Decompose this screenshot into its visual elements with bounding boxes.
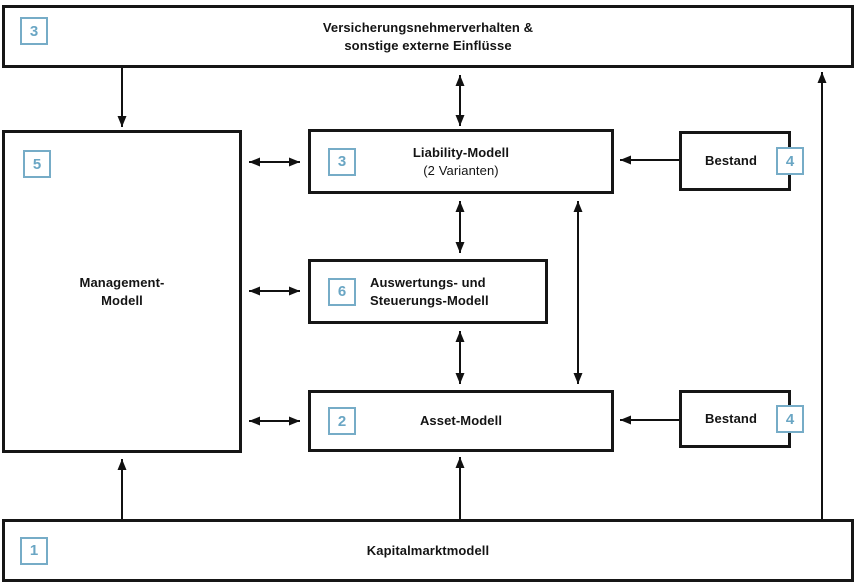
bestand-bottom-title: Bestand	[705, 411, 757, 426]
external-line2: sonstige externe Einflüsse	[344, 37, 512, 53]
badge-bestand-bottom: 4	[776, 405, 804, 433]
badge-bestand-top: 4	[776, 147, 804, 175]
box-bestand-bottom: 4 Bestand	[679, 390, 804, 448]
evaluation-line2: Steuerungs-Modell	[370, 292, 489, 308]
badge-evaluation: 6	[328, 277, 356, 306]
badge-capital-market: 1	[20, 536, 48, 565]
box-liability-modell: 3 Liability-Modell (2 Varianten)	[308, 129, 614, 194]
capital-market-title: Kapitalmarktmodell	[366, 542, 490, 558]
box-asset-modell: 2 Asset-Modell	[308, 390, 614, 452]
bestand-top-title: Bestand	[705, 153, 757, 168]
box-kapitalmarktmodell: 1 Kapitalmarktmodell	[2, 519, 854, 582]
box-auswertungs-steuerungs-modell: 6 Auswertungs- und Steuerungs-Modell	[308, 259, 548, 324]
liability-title: Liability-Modell	[412, 144, 510, 160]
liability-subtitle: (2 Varianten)	[423, 162, 499, 178]
evaluation-line1: Auswertungs- und	[370, 274, 486, 290]
external-line1: Versicherungsnehmerverhalten &	[322, 19, 534, 35]
box-external-influences: 3 Versicherungsnehmerverhalten & sonstig…	[2, 5, 854, 68]
management-line2: Modell	[101, 292, 143, 308]
badge-external: 3	[20, 17, 48, 45]
box-management-modell: 5 Management- Modell	[2, 130, 242, 453]
asset-title: Asset-Modell	[419, 413, 503, 428]
badge-management: 5	[23, 150, 51, 178]
badge-asset: 2	[328, 407, 356, 435]
badge-liability: 3	[328, 147, 356, 176]
box-bestand-top: 4 Bestand	[679, 131, 804, 191]
management-line1: Management-	[79, 274, 165, 290]
